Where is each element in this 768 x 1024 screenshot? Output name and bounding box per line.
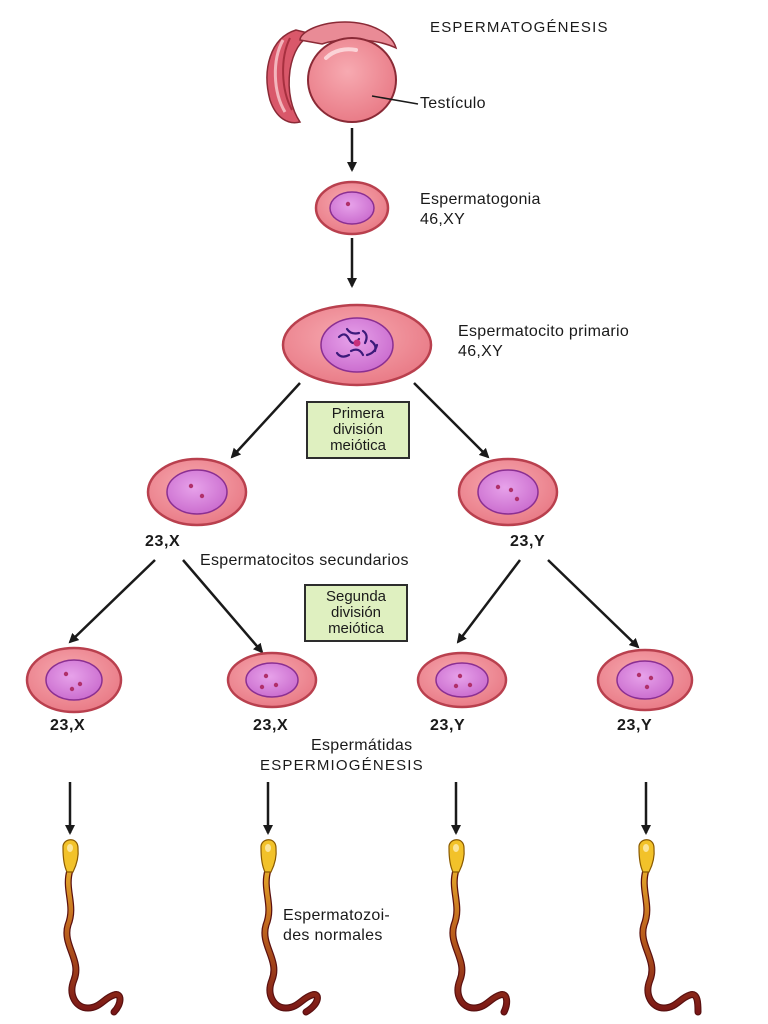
chromosome [365, 343, 379, 357]
chromatin-dot [188, 483, 194, 489]
sperm-head [448, 839, 465, 873]
secondary-spermatocyte-right [457, 457, 559, 527]
chromatin-dot [199, 493, 205, 499]
chromosome [349, 348, 365, 357]
chromosome [369, 339, 377, 353]
spermatogonia-label: Espermatogonia [420, 191, 541, 208]
spermatid-cell [25, 646, 123, 714]
nucleus [245, 662, 299, 698]
spermatid-cell [226, 651, 318, 709]
spermatid-karyotype: 23,X [50, 717, 86, 734]
chromosome [345, 327, 361, 335]
acrosome [67, 844, 73, 852]
spermatozoa-label: Espermatozoi- [283, 907, 391, 924]
testis-illustration [266, 21, 419, 124]
spermatozoon [62, 839, 124, 1016]
tail [64, 867, 123, 1015]
second-meiotic-division-box: Segunda división meiótica [304, 584, 408, 642]
nucleolus [353, 339, 361, 347]
arrow-group [65, 128, 651, 835]
spermatid-karyotype: 23,Y [430, 717, 466, 734]
chromosome [361, 329, 368, 345]
spermatozoon [638, 839, 702, 1016]
chromatin-dot [648, 675, 654, 681]
diagram-title: ESPERMATOGÉNESIS [430, 19, 609, 36]
chromatin-dot [495, 484, 501, 490]
arrow [547, 559, 640, 649]
spermatid-karyotype: 23,X [253, 717, 289, 734]
second-division-line: división [330, 604, 382, 621]
chromatin-dot [467, 682, 473, 688]
secondary-karyotype-left: 23,X [145, 533, 181, 550]
first-division-line: división [332, 421, 384, 438]
tail [640, 867, 701, 1015]
spermatid-cell [416, 651, 508, 709]
chromatin-dot [457, 673, 463, 679]
arrow [68, 559, 156, 644]
chromatin-dot [263, 673, 269, 679]
spermiogenesis-label: ESPERMIOGÉNESIS [260, 757, 424, 774]
spermatid-karyotype: 23,Y [617, 717, 653, 734]
secondary-spermatocyte-left [146, 457, 248, 527]
spermatids-label: Espermátidas [311, 737, 413, 754]
first-meiotic-division-box: Primera división meiótica [306, 401, 410, 459]
tail [450, 867, 509, 1015]
arrow [182, 559, 264, 654]
chromatin-dot [63, 671, 69, 677]
tail [262, 867, 320, 1015]
first-division-line: meiótica [330, 437, 386, 454]
chromatin-dot [644, 684, 650, 690]
testis-label: Testículo [420, 95, 486, 112]
sperm-group [62, 839, 702, 1016]
primary-spermatocyte-cell [281, 303, 433, 387]
tail-outline [63, 866, 124, 1016]
nucleus [166, 469, 228, 515]
acrosome [643, 844, 649, 852]
chromatin-dot [636, 672, 642, 678]
nucleus [329, 191, 375, 225]
chromosome [335, 351, 351, 358]
nucleus [45, 659, 103, 701]
chromatin-dot [259, 684, 265, 690]
second-division-line: meiótica [328, 620, 384, 637]
nucleus [616, 660, 674, 700]
tail-outline [639, 866, 702, 1016]
spermatozoon [260, 839, 321, 1016]
acrosome [453, 844, 459, 852]
chromatin-dot [273, 682, 279, 688]
chromatin-dot [69, 686, 75, 692]
spermatozoon [448, 839, 511, 1016]
chromatin-dot [453, 683, 459, 689]
spermatogonia-karyotype: 46,XY [420, 211, 466, 228]
sperm-head [638, 839, 655, 873]
spermatogonia-cell [314, 180, 390, 236]
chromatin-dot [508, 487, 514, 493]
cell-group [25, 180, 694, 714]
primary-spermatocyte-label: Espermatocito primario [458, 323, 630, 340]
secondary-karyotype-right: 23,Y [510, 533, 546, 550]
arrow [456, 559, 521, 644]
primary-spermatocyte-karyotype: 46,XY [458, 343, 504, 360]
nucleus [477, 469, 539, 515]
spermatid-cell [596, 648, 694, 712]
nucleus [435, 662, 489, 698]
sperm-head [62, 839, 79, 873]
tail-outline [449, 866, 511, 1016]
acrosome [265, 844, 271, 852]
chromatin-dot [77, 681, 83, 687]
spermatozoa-label: des normales [283, 927, 383, 944]
sperm-head [260, 839, 277, 873]
secondary-spermatocytes-label: Espermatocitos secundarios [200, 552, 409, 569]
chromatin-dot [345, 201, 351, 207]
arrow [230, 382, 301, 459]
second-division-line: Segunda [325, 588, 387, 605]
chromatin-dot [514, 496, 520, 502]
first-division-line: Primera [331, 405, 385, 422]
arrow [413, 382, 490, 459]
